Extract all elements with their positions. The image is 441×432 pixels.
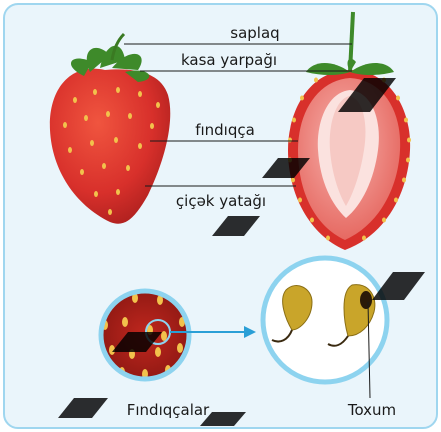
achenes-label: Fındıqçalar — [127, 401, 210, 419]
receptacle-label: çiçək yatağı — [176, 192, 266, 210]
seed-label: Toxum — [347, 401, 396, 419]
achene-label: fındıqça — [195, 121, 255, 139]
stem-label: saplaq — [230, 24, 279, 42]
sepal-label: kasa yarpağı — [181, 51, 277, 69]
seed-inside — [360, 291, 372, 309]
